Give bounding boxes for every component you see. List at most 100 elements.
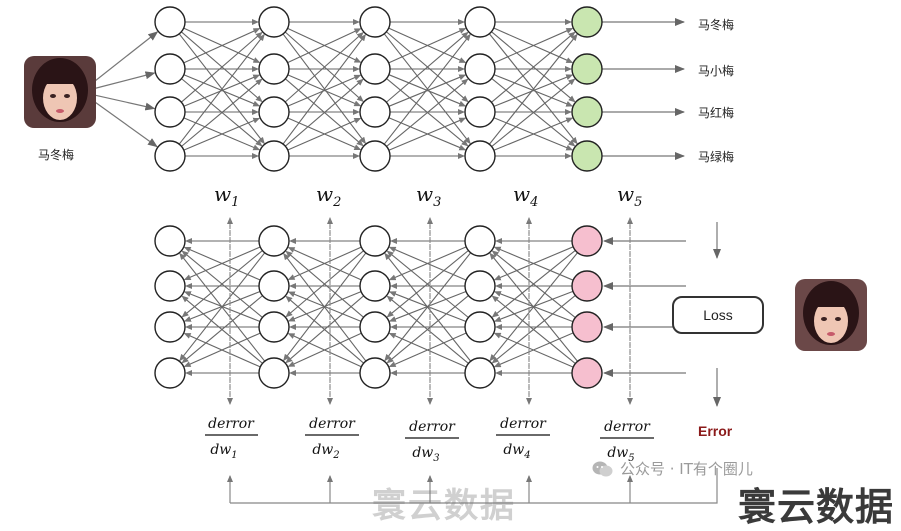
forward-edge: [285, 78, 364, 147]
output-neuron: [571, 96, 603, 128]
neuron: [359, 357, 391, 389]
forward-edge: [178, 33, 265, 145]
weight-label: w5: [617, 182, 642, 210]
svg-text:dw1: dw1: [210, 442, 237, 461]
neuron: [258, 96, 290, 128]
error-label: Error: [698, 423, 733, 439]
weight-label: w4: [513, 182, 538, 210]
input-label: 马冬梅: [38, 148, 75, 162]
feedback-line: [230, 468, 718, 504]
neuron: [359, 53, 391, 85]
brand-watermark: 寰云数据: [372, 486, 516, 526]
forward-edge: [493, 117, 574, 151]
gradient-labels: derror dw1 derror dw2 derror dw3 derror …: [205, 416, 654, 464]
neuron: [258, 270, 290, 302]
neuron: [154, 96, 186, 128]
input-edge: [92, 100, 158, 148]
forward-edge: [493, 74, 574, 107]
forward-edge: [491, 31, 576, 103]
forward-edge: [388, 117, 467, 151]
backward-edge: [493, 332, 574, 368]
forward-edges: [178, 19, 578, 159]
neuron: [258, 6, 290, 38]
svg-text:dw2: dw2: [312, 442, 339, 461]
backward-edge: [491, 295, 576, 364]
neuron: [464, 311, 496, 343]
forward-edge: [183, 74, 261, 107]
input-edge: [95, 94, 156, 111]
forward-edge: [383, 33, 471, 145]
forward-edge: [181, 78, 263, 147]
neuron: [154, 140, 186, 172]
svg-text:derror: derror: [208, 416, 255, 432]
weight-label: w1: [214, 182, 239, 210]
forward-edge: [386, 78, 469, 147]
forward-edge: [491, 78, 576, 147]
backward-edge: [181, 295, 263, 364]
backward-edge: [489, 252, 578, 362]
svg-text:dw3: dw3: [412, 445, 439, 464]
neuron: [154, 6, 186, 38]
backward-edge: [386, 250, 469, 318]
wechat-watermark: 公众号 · IT有个圈儿: [592, 458, 753, 479]
forward-edge: [183, 117, 261, 151]
neuron: [359, 270, 391, 302]
backward-edge: [287, 333, 362, 368]
forward-edge: [488, 33, 578, 145]
neuron: [464, 270, 496, 302]
forward-edge: [493, 27, 574, 64]
output-neuron: [571, 6, 603, 38]
neurons: [154, 6, 603, 389]
forward-edge: [183, 28, 261, 64]
backward-edge: [285, 295, 364, 364]
neuron: [464, 53, 496, 85]
backward-edge: [388, 246, 467, 281]
backward-edge: [388, 332, 467, 368]
gradient-fraction: derror dw4: [496, 416, 550, 461]
forward-edge: [284, 31, 364, 103]
gradient-fraction: derror dw3: [405, 419, 459, 464]
neuron: [359, 96, 391, 128]
backward-edges: [179, 238, 578, 376]
backward-edge: [183, 332, 261, 368]
loss-box: Loss: [672, 296, 764, 334]
input-edge: [92, 31, 159, 84]
svg-text:derror: derror: [604, 419, 651, 435]
svg-text:derror: derror: [309, 416, 356, 432]
forward-edge: [386, 31, 469, 103]
forward-edge: [287, 28, 362, 64]
watermark-text: 公众号 · IT有个圈儿: [620, 460, 753, 478]
neuron: [359, 140, 391, 172]
neuron: [258, 357, 290, 389]
backward-edge: [493, 246, 574, 281]
backward-edge: [386, 295, 469, 364]
output-labels: 马冬梅 马小梅 马红梅 马绿梅: [698, 17, 734, 164]
neuron: [154, 270, 186, 302]
brand-logo-text: 寰云数据: [738, 485, 895, 529]
connectors: [92, 18, 721, 504]
forward-edge: [287, 117, 362, 151]
output-neuron: [571, 140, 603, 172]
backward-edge: [285, 250, 364, 318]
svg-text:derror: derror: [500, 416, 547, 432]
neuron: [464, 6, 496, 38]
weight-labels: w1 w2 w3 w4 w5: [214, 182, 642, 210]
output-neuron: [571, 53, 603, 85]
forward-edge: [180, 31, 263, 103]
wechat-icon: [592, 461, 613, 476]
neuron: [258, 311, 290, 343]
backward-edge: [491, 250, 576, 319]
svg-text:derror: derror: [409, 419, 456, 435]
backward-edge: [183, 246, 261, 281]
backward-edge: [494, 291, 574, 323]
error-neuron: [571, 270, 603, 302]
input-edge: [95, 71, 156, 89]
neuron: [258, 53, 290, 85]
neural-network-diagram: w1 w2 w3 w4 w5 derror dw1 derror dw2 der…: [92, 6, 734, 504]
backward-edge: [287, 247, 362, 281]
backward-edge: [283, 252, 367, 362]
error-neuron: [571, 311, 603, 343]
forward-edge: [388, 74, 467, 107]
gradient-fraction: derror dw2: [305, 416, 359, 461]
gradient-fraction: derror dw1: [205, 416, 258, 461]
